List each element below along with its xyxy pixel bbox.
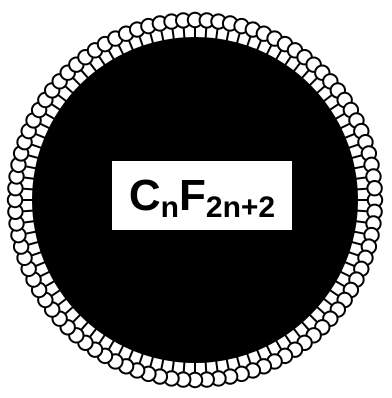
fluorine-subscript: 2n+2 — [206, 193, 275, 223]
carbon-symbol: C — [129, 174, 161, 218]
carbon-subscript: n — [161, 193, 179, 223]
fluorine-symbol: F — [179, 174, 206, 218]
surfactant-head — [367, 181, 381, 195]
